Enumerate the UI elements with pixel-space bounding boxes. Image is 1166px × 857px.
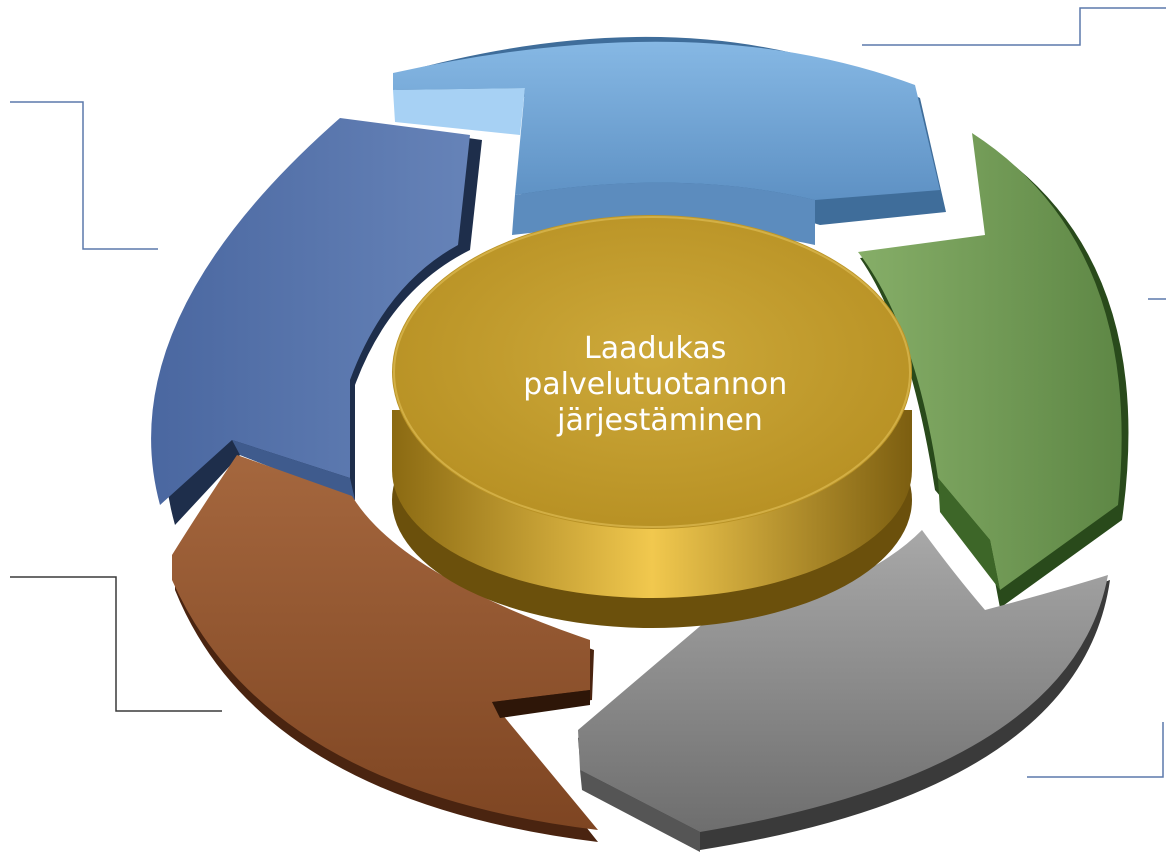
segment-bottom-left [172, 455, 598, 842]
center-label-line-2: palvelutuotannon [523, 367, 787, 402]
segment-bottom-right [578, 530, 1110, 852]
center-label-line-1: Laadukas [584, 331, 726, 366]
center-disc [392, 215, 912, 628]
callout-line-top-right [862, 7, 1166, 46]
segment-right [858, 133, 1129, 608]
callout-line-bottom-right [1027, 722, 1164, 778]
center-label: Laadukas palvelutuotannon järjestäminen [523, 331, 797, 438]
callout-line-top-left [10, 101, 158, 250]
callout-line-bottom-left [10, 576, 222, 712]
center-label-line-3: järjestäminen [556, 403, 763, 438]
callout-lines [10, 7, 1166, 778]
segment-left [151, 118, 483, 525]
